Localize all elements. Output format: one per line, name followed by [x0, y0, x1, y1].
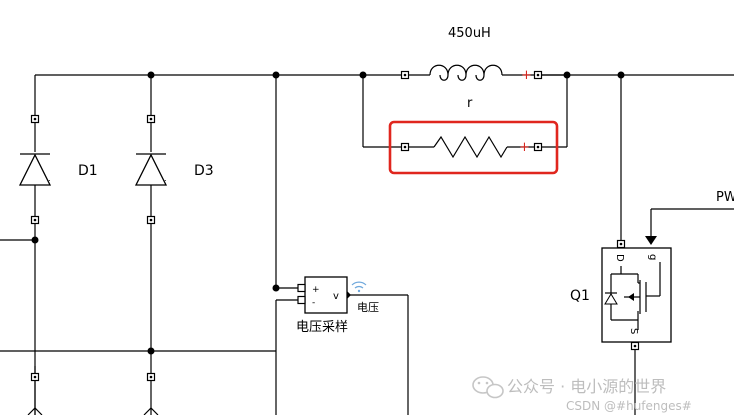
gate-label: g: [647, 254, 658, 260]
pwm-tag-label: PW: [716, 190, 734, 205]
highlight-box: [388, 120, 559, 175]
d1-label: D1: [78, 163, 98, 179]
voltage-sensor-name: 电压采样: [296, 320, 348, 335]
wifi-icon: [351, 281, 367, 293]
inductor[interactable]: +: [400, 64, 543, 83]
watermark-account: 公众号 · 电小源的世界: [507, 377, 666, 396]
sensor-plus-label: +: [312, 285, 320, 295]
resistor-polarity-mark: +: [519, 140, 530, 155]
voltage-signal-label: 电压: [357, 301, 379, 314]
drain-label: D: [614, 254, 625, 262]
mosfet-q1[interactable]: D g S: [601, 239, 672, 351]
inductor-polarity-mark: +: [521, 68, 532, 83]
mosfet-wiring: [620, 75, 734, 415]
sensor-minus-label: -: [312, 298, 315, 308]
wechat-icon: [472, 376, 504, 399]
diode-d3[interactable]: .: [134, 75, 168, 373]
voltage-sensor-wiring: [272, 75, 409, 415]
inductor-value-label: 450uH: [448, 26, 491, 41]
d3-label: D3: [194, 163, 214, 179]
watermark: 公众号 · 电小源的世界 CSDN @#hufenges#: [472, 376, 692, 413]
resistor-name-label: r: [467, 96, 473, 111]
resistor-r[interactable]: +: [400, 135, 543, 159]
watermark-csdn: CSDN @#hufenges#: [566, 399, 692, 413]
source-label: S: [628, 328, 639, 334]
diode-d1[interactable]: .: [0, 75, 52, 415]
resistor-branch: [362, 75, 568, 148]
svg-text:.: .: [164, 174, 167, 183]
sensor-out-label: v: [333, 291, 339, 302]
voltage-sensor-block[interactable]: + - v: [297, 276, 351, 314]
q1-label: Q1: [570, 288, 590, 304]
lower-wiring: [0, 347, 276, 415]
svg-text:.: .: [48, 174, 51, 183]
top-bus: [35, 71, 734, 79]
